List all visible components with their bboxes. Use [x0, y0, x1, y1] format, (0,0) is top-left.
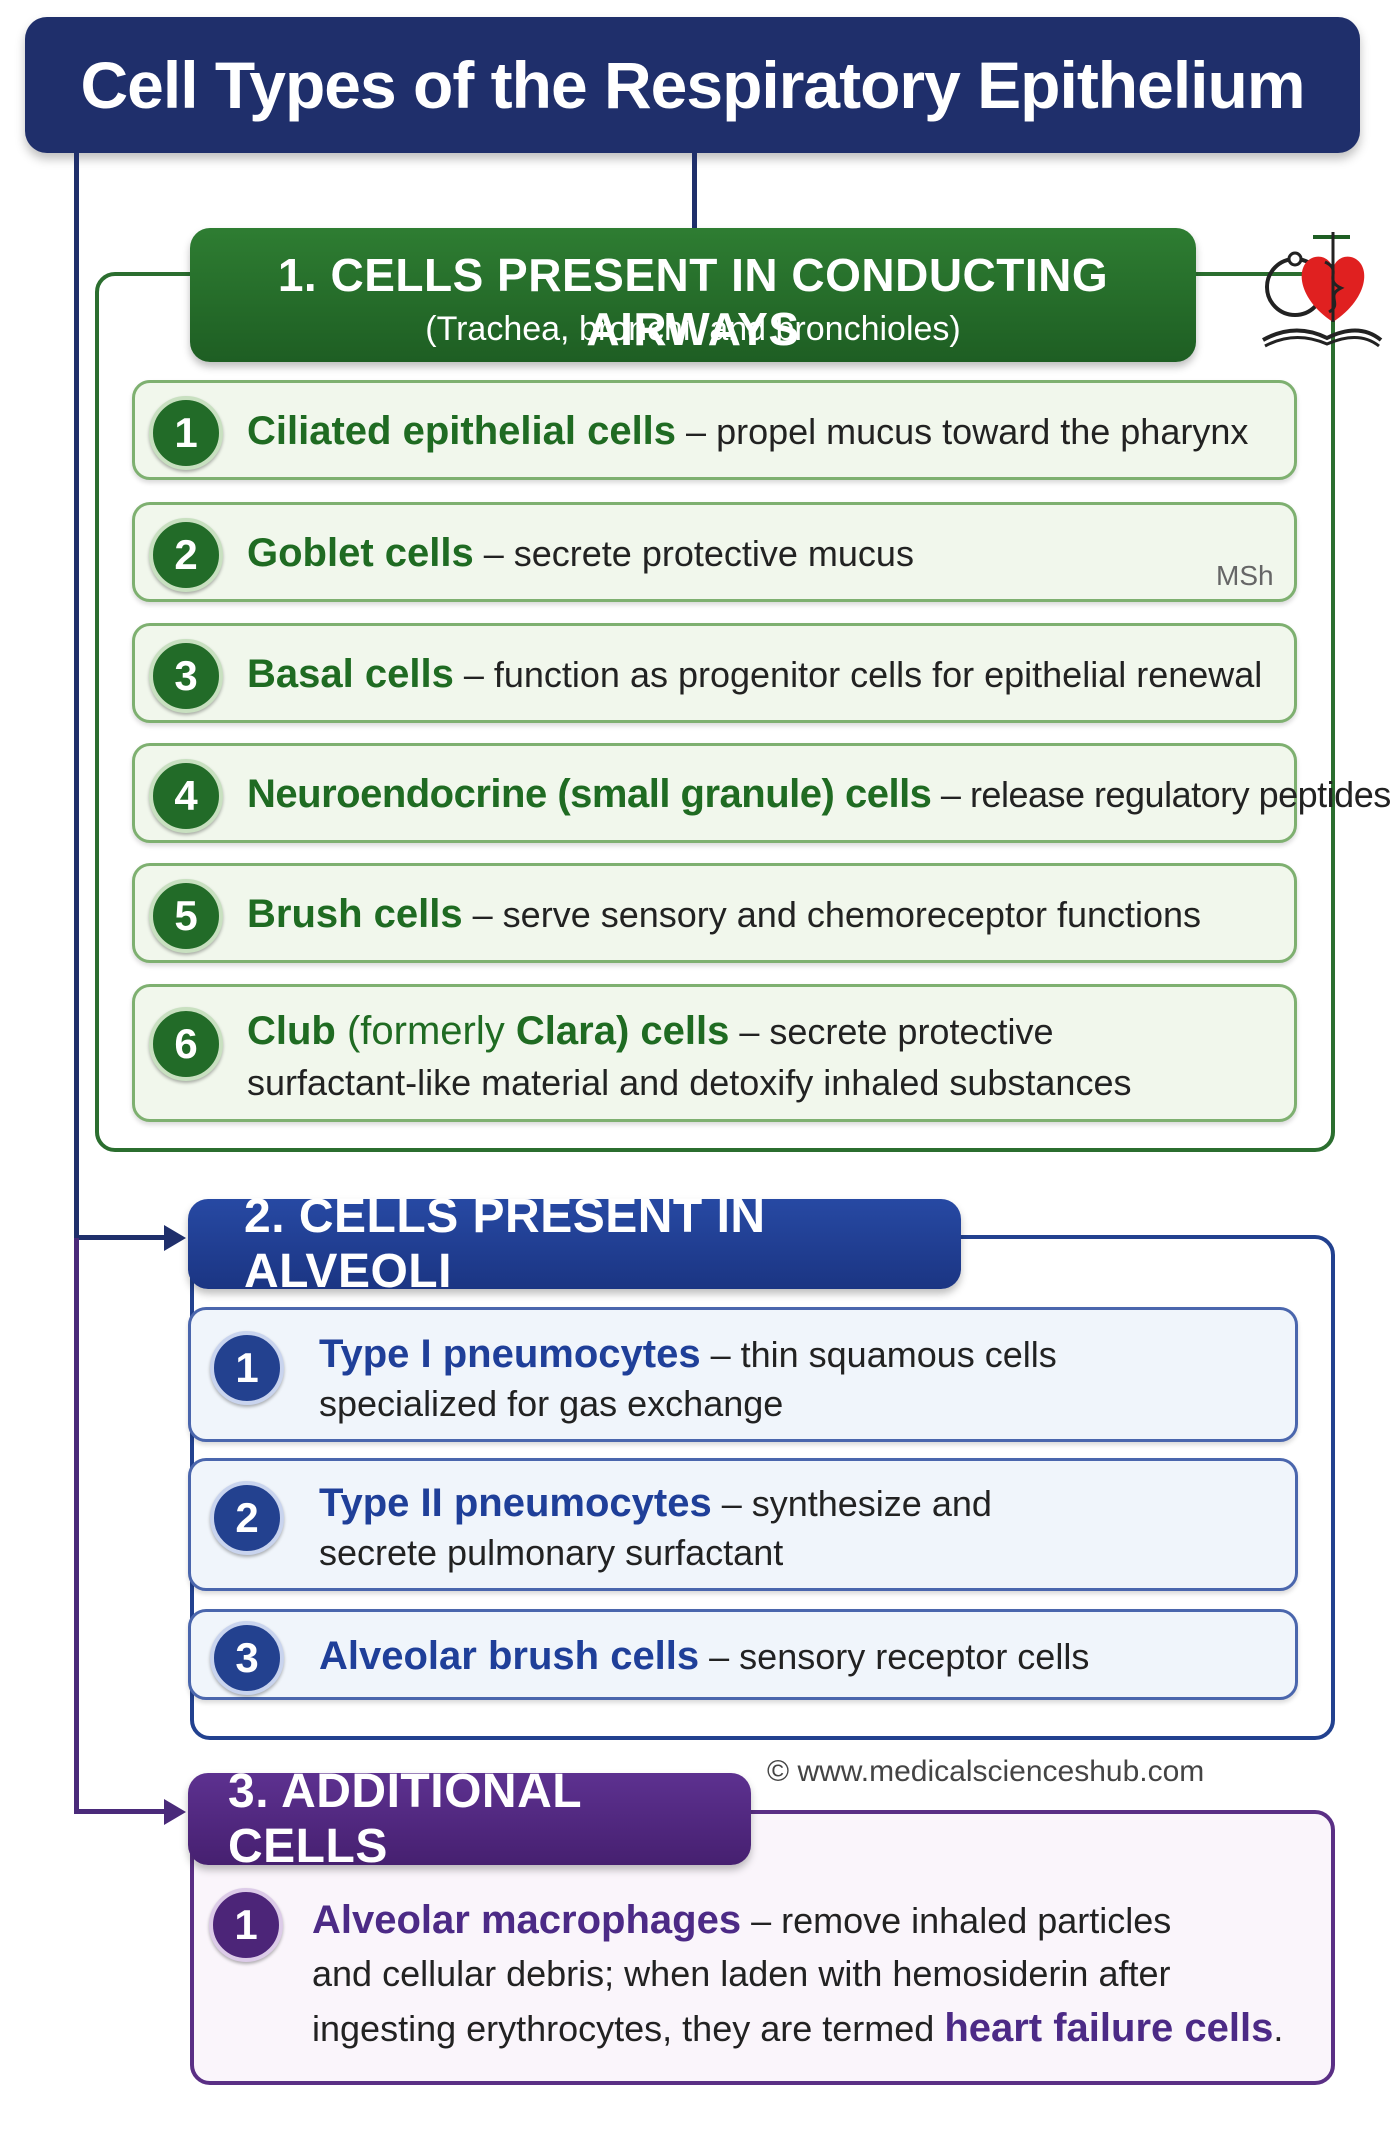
connector-to-section2: [74, 1235, 166, 1240]
cell-name-club: Club: [247, 1009, 336, 1053]
list-item-ciliated-cells: 1 Ciliated epithelial cells – propel muc…: [132, 380, 1297, 480]
heart-failure-cells-highlight: heart failure cells: [944, 2006, 1274, 2050]
list-item-alveolar-macrophages: 1 Alveolar macrophages – remove inhaled …: [190, 1880, 1335, 2080]
cell-name: Type II pneumocytes: [319, 1481, 712, 1525]
section1-header: 1. CELLS PRESENT IN CONDUCTING AIRWAYS (…: [190, 228, 1196, 362]
list-item-goblet-cells: 2 Goblet cells – secrete protective mucu…: [132, 502, 1297, 602]
number-badge: 3: [210, 1621, 284, 1695]
arrow-to-section3-icon: [164, 1799, 186, 1825]
cell-description: – remove inhaled particles: [741, 1900, 1172, 1941]
cell-name: Alveolar macrophages: [312, 1898, 742, 1942]
cell-description: – synthesize and: [711, 1483, 992, 1524]
caduceus-heart-book-icon: [1262, 232, 1383, 348]
cell-name-clara: Clara: [515, 1009, 616, 1053]
cell-name: Basal cells: [247, 652, 454, 696]
cell-name: Goblet cells: [247, 531, 474, 575]
list-item-type1-pneumocytes: 1 Type I pneumocytes – thin squamous cel…: [188, 1307, 1298, 1442]
cell-description: – serve sensory and chemoreceptor functi…: [462, 894, 1202, 935]
section3-title: 3. ADDITIONAL CELLS: [228, 1765, 582, 1873]
section3-header: 3. ADDITIONAL CELLS: [188, 1765, 751, 1873]
page-title: Cell Types of the Respiratory Epithelium: [80, 48, 1305, 122]
list-item-neuroendocrine-cells: 4 Neuroendocrine (small granule) cells –…: [132, 743, 1391, 843]
cell-description: – sensory receptor cells: [699, 1636, 1090, 1677]
list-item-basal-cells: 3 Basal cells – function as progenitor c…: [132, 623, 1297, 723]
cell-name: Neuroendocrine (small granule) cells: [247, 772, 932, 816]
cell-description: – thin squamous cells: [700, 1334, 1057, 1375]
cell-name: Alveolar brush cells: [319, 1634, 700, 1678]
arrow-to-section2-icon: [164, 1225, 186, 1251]
cell-description: – secrete protective: [729, 1011, 1054, 1052]
section2-header: 2. CELLS PRESENT IN ALVEOLI: [188, 1190, 961, 1298]
number-badge: 5: [149, 879, 223, 953]
number-badge: 3: [149, 639, 223, 713]
cell-description: – propel mucus toward the pharynx: [676, 411, 1249, 452]
connector-left-trunk-lower: [74, 1238, 79, 1813]
cell-name: Ciliated epithelial cells: [247, 409, 677, 453]
list-item-brush-cells: 5 Brush cells – serve sensory and chemor…: [132, 863, 1297, 963]
cell-description: – function as progenitor cells for epith…: [453, 654, 1263, 695]
number-badge: 6: [149, 1007, 223, 1081]
list-item-type2-pneumocytes: 2 Type II pneumocytes – synthesize and s…: [188, 1458, 1298, 1591]
number-badge: 1: [149, 396, 223, 470]
number-badge: 2: [149, 518, 223, 592]
cell-description-line2: specialized for gas exchange: [319, 1383, 784, 1424]
cell-description: – release regulatory peptides: [931, 774, 1391, 815]
cell-description-line3: ingesting erythrocytes, they are termed: [312, 2008, 945, 2049]
number-badge: 1: [209, 1888, 283, 1962]
cell-name: Brush cells: [247, 892, 463, 936]
cell-description-line2: and cellular debris; when laden with hem…: [312, 1953, 1171, 1994]
cell-description-line2: secrete pulmonary surfactant: [319, 1532, 784, 1573]
connector-left-trunk: [74, 153, 79, 1238]
cell-description-line2: surfactant-like material and detoxify in…: [247, 1062, 1132, 1103]
sentence-end: .: [1273, 2008, 1284, 2049]
connector-title-to-section1: [692, 153, 697, 228]
section2-title: 2. CELLS PRESENT IN ALVEOLI: [244, 1190, 766, 1298]
list-item-club-cells: 6 Club (formerly Clara) cells – secrete …: [132, 984, 1297, 1122]
cell-name-cells: ) cells: [615, 1009, 730, 1053]
number-badge: 1: [210, 1331, 284, 1405]
number-badge: 2: [210, 1481, 284, 1555]
title-bar: Cell Types of the Respiratory Epithelium: [25, 17, 1360, 153]
cell-name-formerly: (formerly: [335, 1009, 516, 1053]
watermark: MSh: [1216, 560, 1274, 591]
copyright-text: © www.medicalscienceshub.com: [767, 1755, 1205, 1788]
section1-subtitle: (Trachea, bronchi, and bronchioles): [425, 310, 961, 348]
section1-title: 1. CELLS PRESENT IN CONDUCTING AIRWAYS: [277, 249, 1109, 355]
cell-description: – secrete protective mucus: [473, 533, 914, 574]
number-badge: 4: [149, 759, 223, 833]
connector-to-section3: [74, 1809, 166, 1814]
list-item-alveolar-brush-cells: 3 Alveolar brush cells – sensory recepto…: [188, 1609, 1298, 1700]
cell-name: Type I pneumocytes: [319, 1332, 701, 1376]
